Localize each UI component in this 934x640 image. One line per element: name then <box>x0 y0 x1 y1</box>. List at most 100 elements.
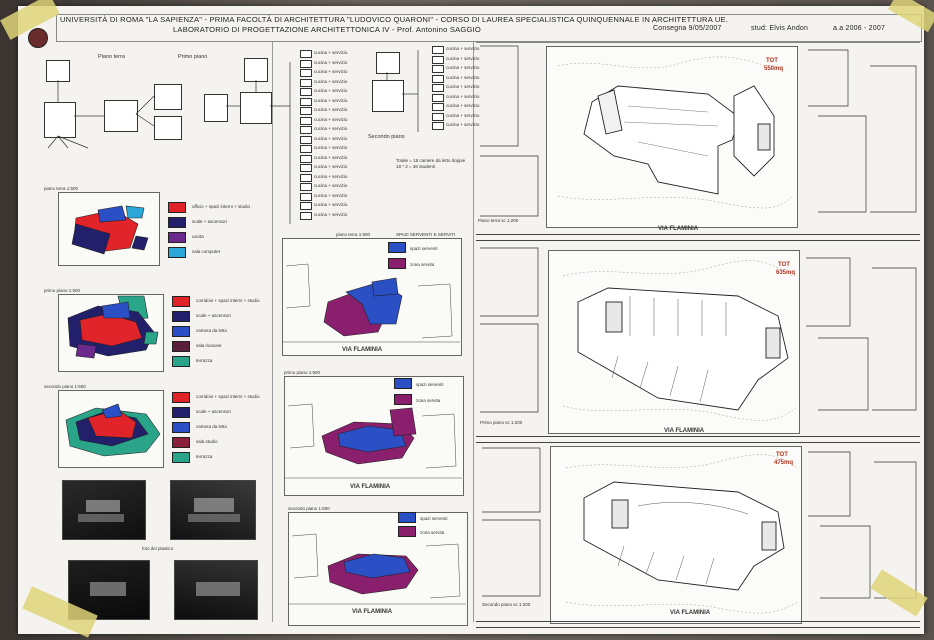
right-plan-terra-tot: TOT <box>766 58 778 64</box>
diagram-box-corridoio-2 <box>372 80 404 112</box>
header-line-1: UNIVERSITÀ DI ROMA "LA SAPIENZA" - PRIMA… <box>60 15 729 24</box>
legend-swatch <box>172 422 190 433</box>
unit-box <box>432 112 444 121</box>
legend-swatch <box>172 452 190 463</box>
divider-mid <box>473 42 474 622</box>
legend-label: scale + ascensori <box>196 409 231 414</box>
unit-label: cucina + servizio <box>314 192 348 198</box>
mid-plans-drawing <box>282 263 466 605</box>
unit-box <box>300 69 312 77</box>
legend-label: corridoio + spazi interni + studio <box>196 394 260 399</box>
unit-label: cucina + servizio <box>314 107 348 112</box>
right-plan-primo-via: VIA FLAMINIA <box>664 428 705 434</box>
unit-box <box>432 93 444 102</box>
mid-terra-via-flaminia: VIA FLAMINIA <box>342 347 383 353</box>
right-plans-drawing <box>480 45 917 614</box>
unit-box <box>432 46 444 54</box>
header-line-2: LABORATORIO DI PROGETTAZIONE ARCHITETTON… <box>173 25 481 34</box>
mid-terra-serviti-swatch <box>388 258 406 269</box>
photos-caption: foto del plastico <box>142 546 174 551</box>
unit-box <box>300 126 312 134</box>
unit-label: cucina + servizio <box>446 46 480 51</box>
right-plan-secondo-area: 475mq <box>774 460 794 466</box>
mid-terra-serventi-label: spazi serventi <box>410 246 438 251</box>
mid-terra-serviti-label: zona servita <box>410 262 435 267</box>
unit-label: cucina + servizio <box>446 103 480 108</box>
unit-label: cucina + servizio <box>314 145 348 150</box>
right-plan-secondo-road <box>476 621 920 628</box>
legend-label: uscita <box>192 234 204 239</box>
unit-box <box>300 78 312 87</box>
mid-primo-serventi-label: spazi serventi <box>416 382 444 387</box>
mid-terra-serventi-swatch <box>388 242 406 253</box>
unit-box <box>432 65 444 73</box>
mid-secondo-serventi-swatch <box>398 512 416 523</box>
legend-swatch <box>172 392 190 403</box>
unit-label: cucina + servizio <box>314 164 348 169</box>
unit-label: cucina + servizio <box>314 88 348 93</box>
legend-swatch <box>172 296 190 307</box>
unit-label: cucina + servizio <box>314 202 348 207</box>
legend-label: scale + ascensori <box>196 313 231 318</box>
unit-box <box>432 55 444 64</box>
diagram-secondo-piano-label: Secondo piano <box>368 134 405 140</box>
legend-swatch <box>172 437 190 448</box>
unit-label: cucina + servizio <box>314 211 348 217</box>
diagram-box-mensa <box>104 100 138 132</box>
legend-swatch <box>168 232 186 243</box>
mid-primo-serventi-swatch <box>394 378 412 389</box>
right-plan-terra-scale: Piano terra sc 1:200 <box>478 218 519 223</box>
functional-diagram: Piano terra Primo piano Secondo piano To… <box>38 44 479 224</box>
unit-box <box>432 74 444 83</box>
legend-swatch <box>168 202 186 213</box>
unit-box <box>300 59 312 68</box>
diagram-primo-piano-label: Primo piano <box>178 54 208 60</box>
unit-box <box>300 211 312 220</box>
unit-label: cucina + servizio <box>314 50 348 55</box>
right-plan-primo-road <box>476 436 920 443</box>
diagram-box-sala-riunioni <box>244 58 268 82</box>
mid-primo-serviti-swatch <box>394 394 412 405</box>
plan-secondo-drawing <box>65 403 161 457</box>
unit-box <box>300 173 312 182</box>
poster: UNIVERSITÀ DI ROMA "LA SAPIENZA" - PRIMA… <box>18 6 924 634</box>
plan-primo-drawing <box>67 295 159 359</box>
unit-box <box>300 50 312 58</box>
plan-terra-title: piano terra 1:500 <box>44 186 79 191</box>
plan-secondo-title: secondo piano 1:500 <box>44 384 86 389</box>
legend-label: camera da letto <box>196 328 228 333</box>
right-plan-secondo-tot: TOT <box>776 452 788 458</box>
unit-box <box>300 192 312 201</box>
unit-box <box>300 154 312 163</box>
unit-label: cucina + servizio <box>446 112 480 118</box>
legend-swatch <box>172 326 190 337</box>
unit-box <box>300 145 312 153</box>
unit-label: cucina + servizio <box>446 93 480 99</box>
legend-label: terrazza <box>196 454 213 459</box>
legend-label: ufficio + spazi interni + studio <box>192 204 250 209</box>
right-plan-secondo-scale: Secondo piano sc 1:200 <box>482 602 531 607</box>
legend-label: corridoio + spazi interni + studio <box>196 298 260 303</box>
unit-label: cucina + servizio <box>446 55 480 61</box>
right-plan-terra-road <box>476 234 920 241</box>
mid-secondo-serventi-label: spazi serventi <box>420 516 448 521</box>
legend-label: sala computer <box>192 249 221 254</box>
unit-box <box>300 116 312 125</box>
legend-swatch <box>168 247 186 258</box>
unit-label: cucina + servizio <box>446 65 480 70</box>
right-plan-primo-scale: Primo piano sc 1:200 <box>480 420 523 425</box>
diagram-box-sala-studio <box>376 52 400 74</box>
unit-box <box>300 107 312 115</box>
legend-label: camera da letto <box>196 424 228 429</box>
right-plan-primo-tot: TOT <box>778 262 790 268</box>
mid-primo-title: primo piano 1:500 <box>284 370 321 375</box>
unit-label: cucina + servizio <box>314 59 348 65</box>
legend-swatch <box>172 311 190 322</box>
legend-swatch <box>172 341 190 352</box>
right-plan-secondo-via: VIA FLAMINIA <box>670 610 711 616</box>
mid-secondo-serviti-swatch <box>398 526 416 537</box>
mid-servizi-title: SPAZI SERVENTI E SERVITI <box>396 232 456 237</box>
diagram-box-terrazzo <box>204 94 228 122</box>
mid-secondo-via-flaminia: VIA FLAMINIA <box>352 609 393 615</box>
legend-swatch <box>168 217 186 228</box>
